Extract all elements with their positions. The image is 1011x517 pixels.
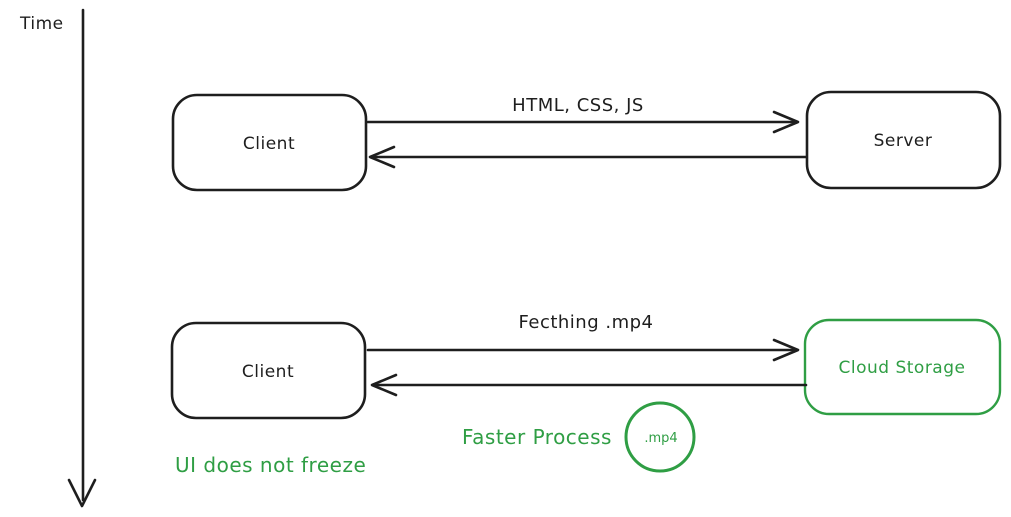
client-box-top-shape bbox=[171, 93, 368, 192]
time-axis[interactable]: Time bbox=[19, 8, 97, 508]
arrowhead-left-icon bbox=[368, 145, 396, 169]
mp4-badge[interactable]: .mp4 bbox=[624, 401, 696, 473]
top-flow: Client Server HTML, CSS, JS bbox=[171, 90, 1002, 192]
cloud-storage-box[interactable]: Cloud Storage bbox=[803, 318, 1002, 416]
arrowhead-left-icon bbox=[370, 373, 398, 397]
ui-note[interactable]: UI does not freeze bbox=[175, 453, 366, 477]
server-box[interactable]: Server bbox=[805, 90, 1002, 190]
response-arrow-bottom[interactable] bbox=[370, 373, 808, 397]
client-box-bottom[interactable]: Client bbox=[170, 321, 367, 420]
server-box-shape bbox=[805, 90, 1002, 190]
time-axis-label[interactable]: Time bbox=[19, 14, 64, 34]
request-arrow-bottom-label[interactable]: Fecthing .mp4 bbox=[519, 312, 654, 333]
mp4-badge-circle bbox=[624, 401, 696, 473]
faster-process-note[interactable]: Faster Process bbox=[462, 425, 612, 449]
request-arrow-bottom[interactable] bbox=[366, 338, 800, 362]
cloud-storage-box-label: Cloud Storage bbox=[839, 358, 966, 378]
arrowhead-right-icon bbox=[772, 110, 800, 134]
client-box-top[interactable]: Client bbox=[171, 93, 368, 192]
client-box-bottom-label: Client bbox=[242, 362, 294, 382]
cloud-storage-box-shape bbox=[803, 318, 1002, 416]
response-arrow-top[interactable] bbox=[368, 145, 808, 169]
arrowhead-down-icon bbox=[67, 478, 97, 508]
client-box-top-label: Client bbox=[243, 134, 295, 154]
request-arrow-top[interactable] bbox=[366, 110, 800, 134]
bottom-flow: Client Cloud Storage Fecthing .mp4 Faste… bbox=[170, 312, 1002, 477]
server-box-label: Server bbox=[874, 131, 933, 151]
request-arrow-top-label[interactable]: HTML, CSS, JS bbox=[512, 95, 644, 116]
mp4-badge-label: .mp4 bbox=[644, 431, 677, 446]
arrowhead-right-icon bbox=[772, 338, 800, 362]
client-box-bottom-shape bbox=[170, 321, 367, 420]
